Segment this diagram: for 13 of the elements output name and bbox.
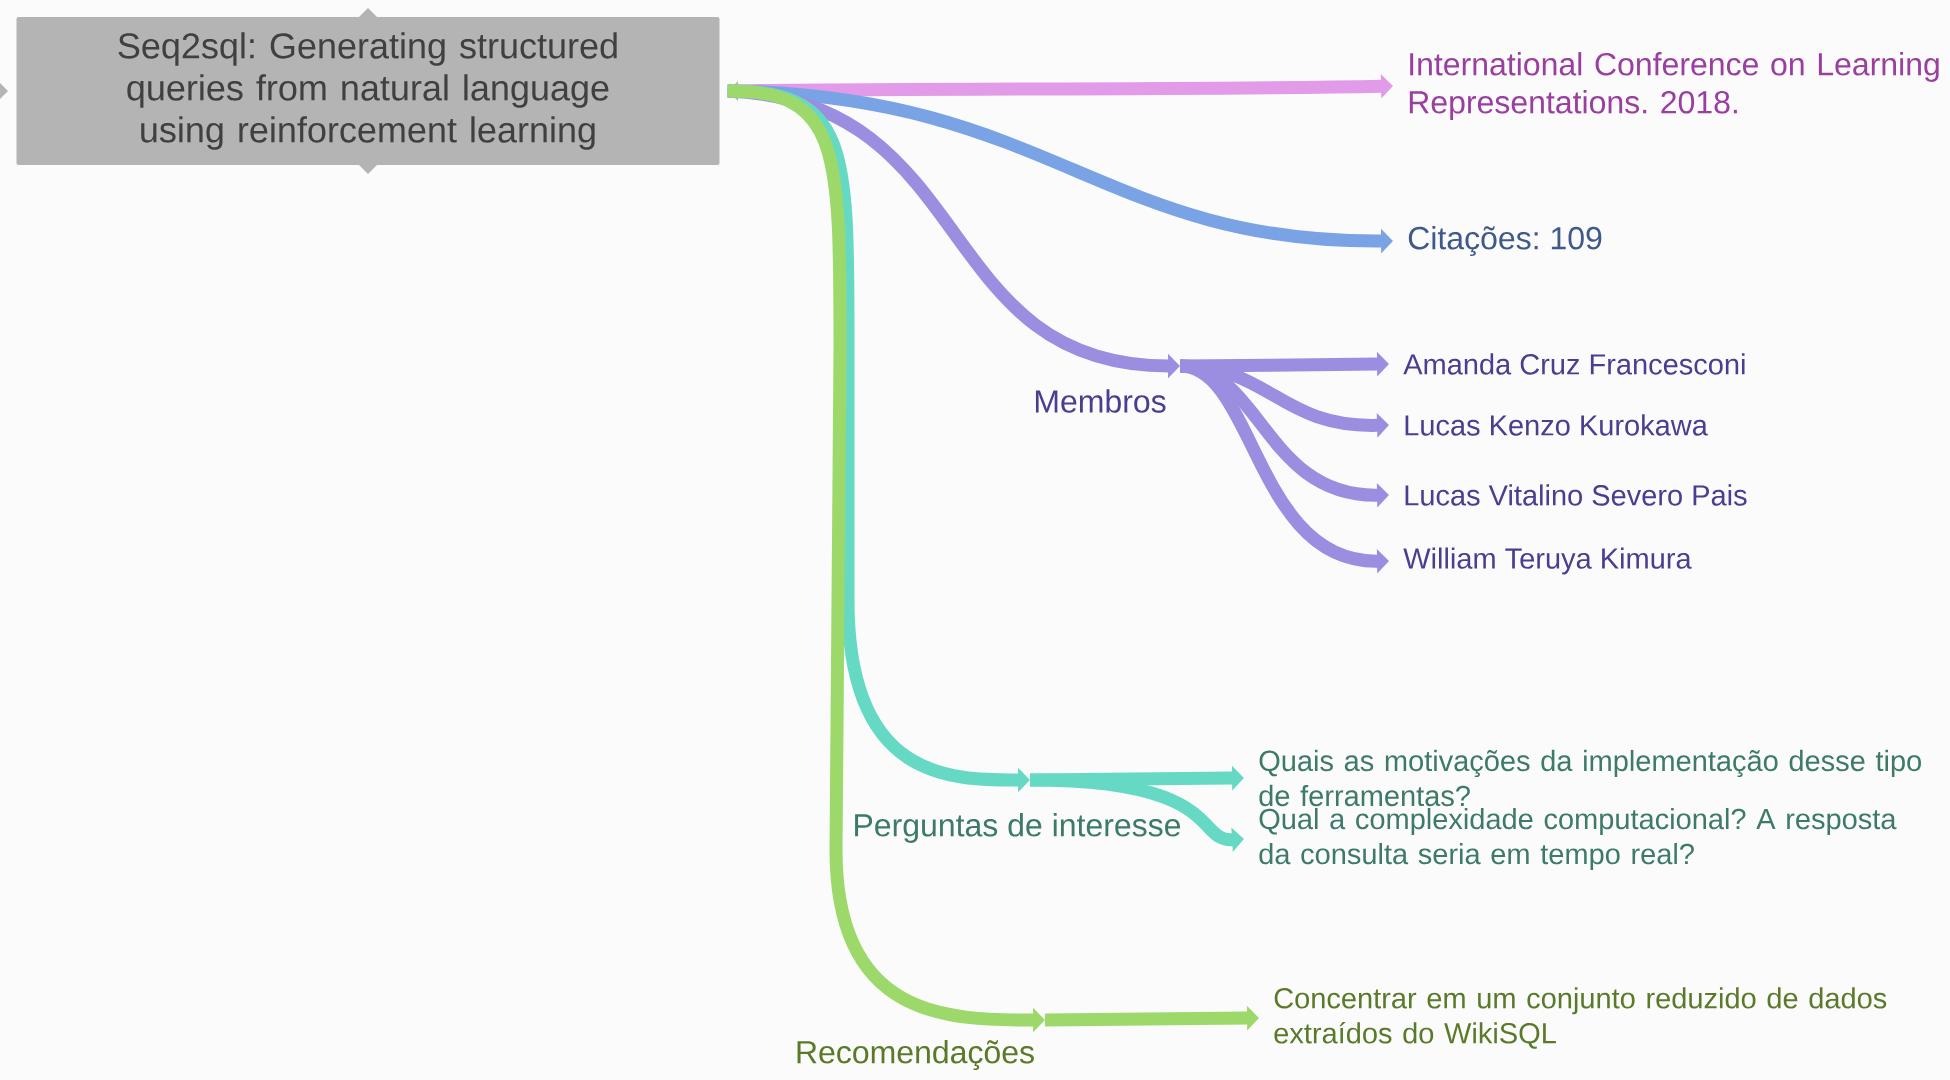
leaf-text: Concentrar em um conjunto reduzido de dados extraídos do WikiSQL [1274, 987, 1887, 1049]
topic-box: Seq2sql: Generating structured queries from natural language using reinforcement learning [0, 8, 738, 174]
leaf-text: Lucas Kenzo Kurokawa [1405, 414, 1708, 436]
branch-label: Recomendações [797, 1040, 1034, 1070]
leaf-text: Qual a complexidade computacional? A resposta da consulta seria em tempo real? [1259, 808, 1897, 870]
leaf-text: William Teruya Kimura [1403, 547, 1692, 575]
branch-label: Membros [1035, 389, 1166, 413]
leaf-text: Lucas Vitalino Severo Pais [1405, 484, 1747, 506]
leaf-text: Quais as motivações da implementação desse tipo de ferramentas? [1259, 749, 1921, 807]
branch-text: Citações: 109 [1408, 226, 1602, 256]
branch-text: International Conference on Learning Representations. 2018. [1409, 52, 1939, 120]
branch-label: Perguntas de interesse [855, 813, 1181, 843]
leaf-text: Amanda Cruz Francesconi [1403, 353, 1745, 375]
